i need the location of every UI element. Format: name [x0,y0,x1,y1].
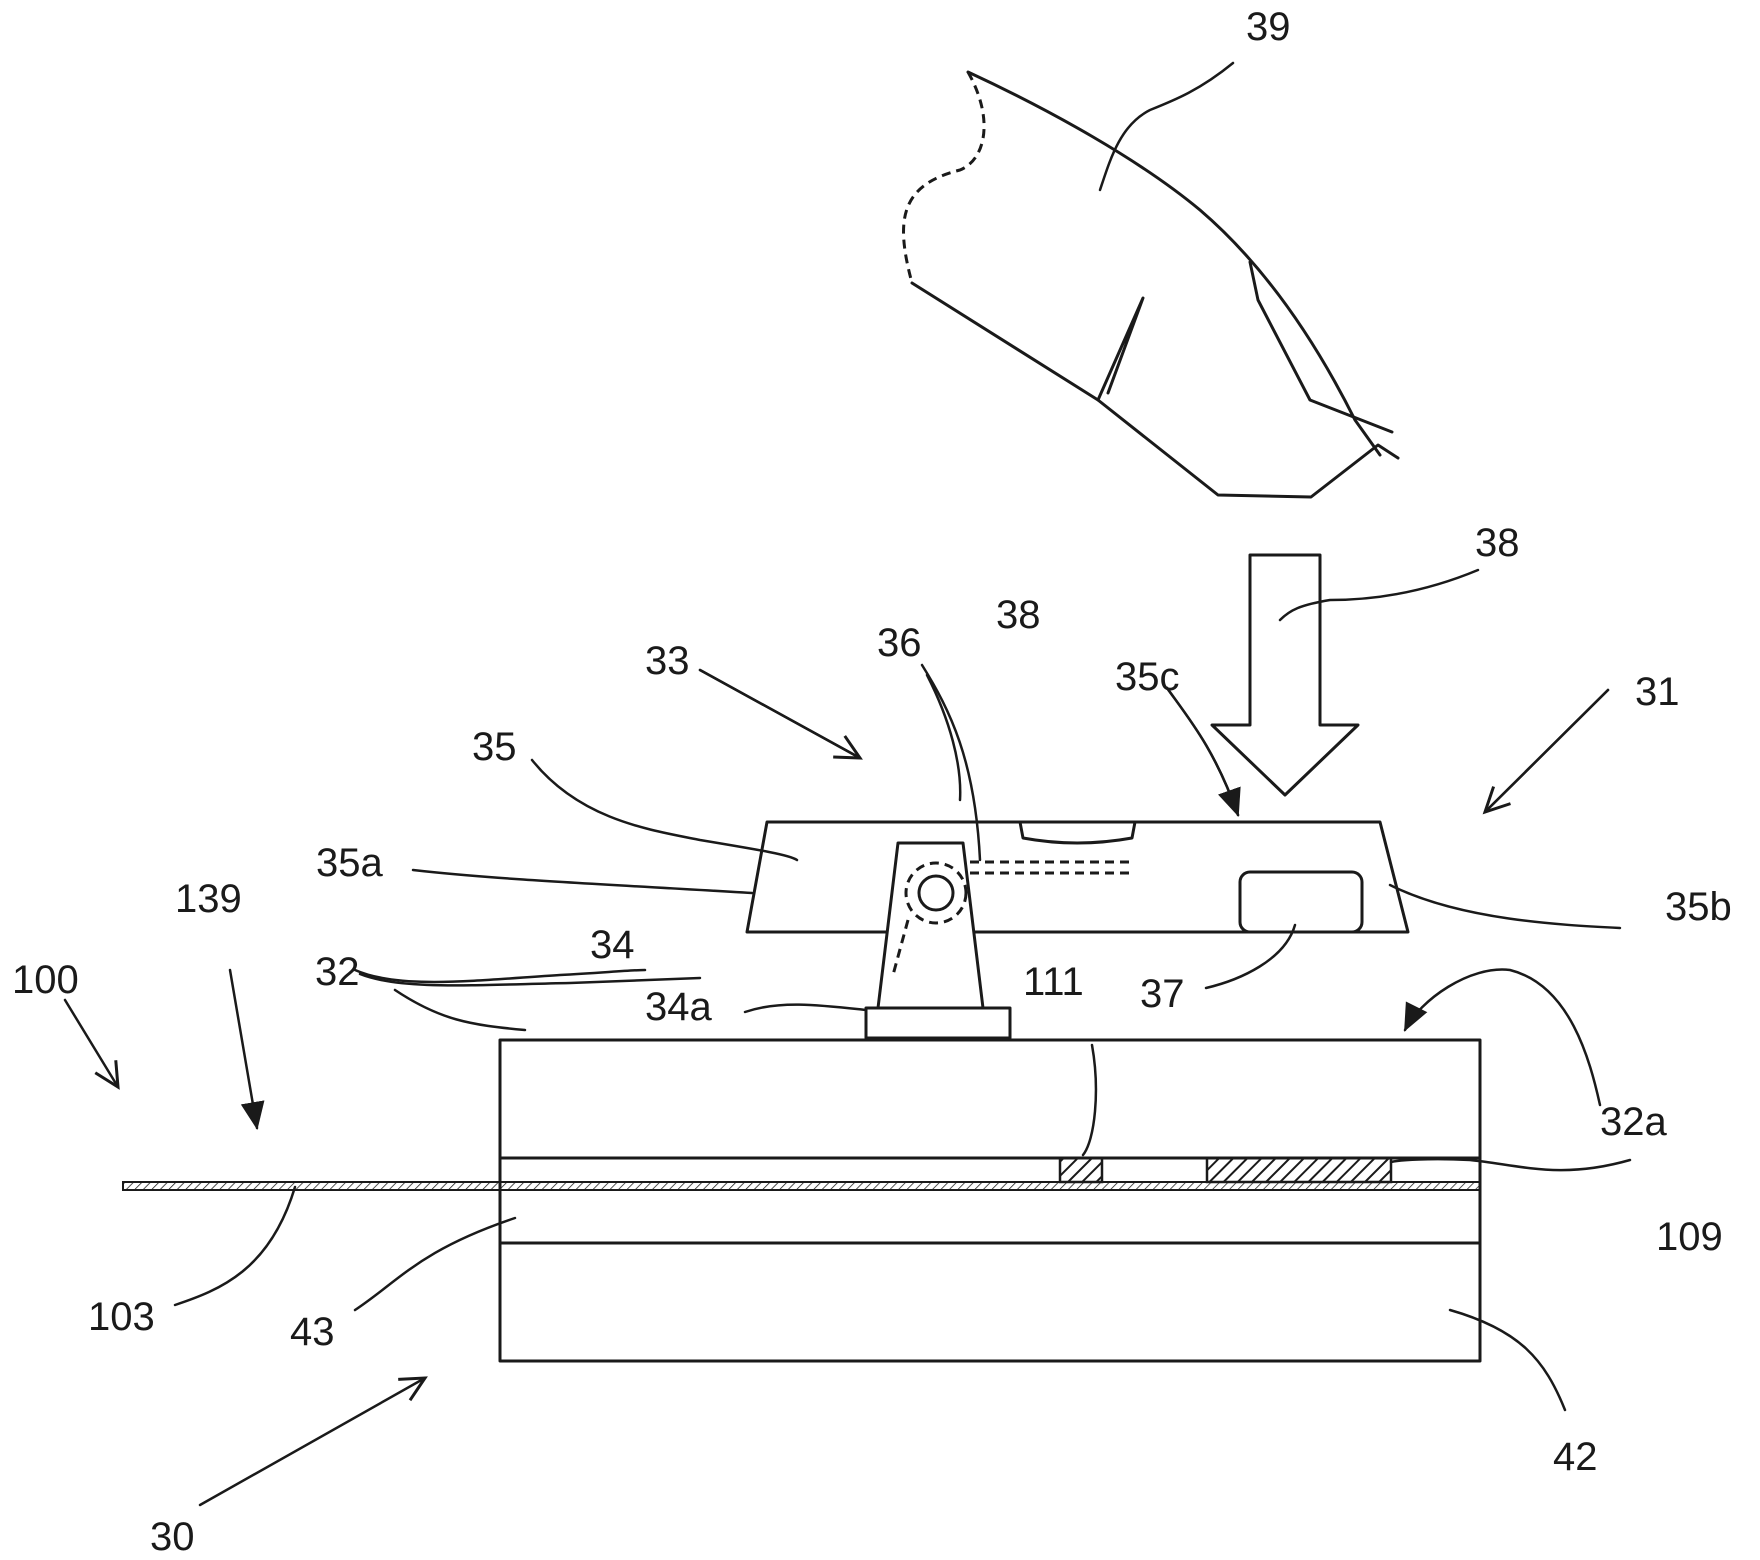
label-30: 30 [150,1515,195,1559]
label-103: 103 [88,1295,155,1339]
label-35: 35 [472,725,517,769]
label-38-top: 38 [1475,521,1520,565]
reference-arrows [63,668,1610,1507]
keycap [745,820,1410,934]
label-34: 34 [590,923,635,967]
base-structure [122,1038,1482,1363]
layer-42 [498,1241,1482,1363]
reference-labels: 39 38 38 36 33 35c 31 35 35a 35b 139 100… [12,5,1732,1559]
press-direction-arrow [1210,553,1360,797]
label-35c: 35c [1115,655,1180,699]
pad-109 [1205,1156,1393,1184]
label-35a: 35a [316,841,383,885]
label-111: 111 [1023,960,1084,1004]
pad-111 [1058,1156,1104,1184]
label-39: 39 [1246,5,1291,49]
label-100: 100 [12,958,79,1002]
layer-32 [498,1038,1482,1160]
label-42: 42 [1553,1435,1598,1479]
label-32: 32 [315,950,360,994]
sensor-element [1238,870,1364,934]
label-139: 139 [175,877,242,921]
layer-43 [498,1156,1482,1245]
label-43: 43 [290,1310,335,1354]
film-103 [122,1181,1481,1191]
label-109: 109 [1656,1215,1723,1259]
keycap-top-recess [1018,820,1137,845]
label-32a: 32a [1600,1100,1667,1144]
plunger [864,841,1012,1040]
label-35b: 35b [1665,885,1732,929]
label-31: 31 [1635,670,1680,714]
label-34a: 34a [645,985,712,1029]
label-37: 37 [1140,972,1185,1016]
label-33: 33 [645,639,690,683]
finger-drawing [902,70,1400,499]
label-36: 36 [877,621,922,665]
label-38-mid: 38 [996,593,1041,637]
